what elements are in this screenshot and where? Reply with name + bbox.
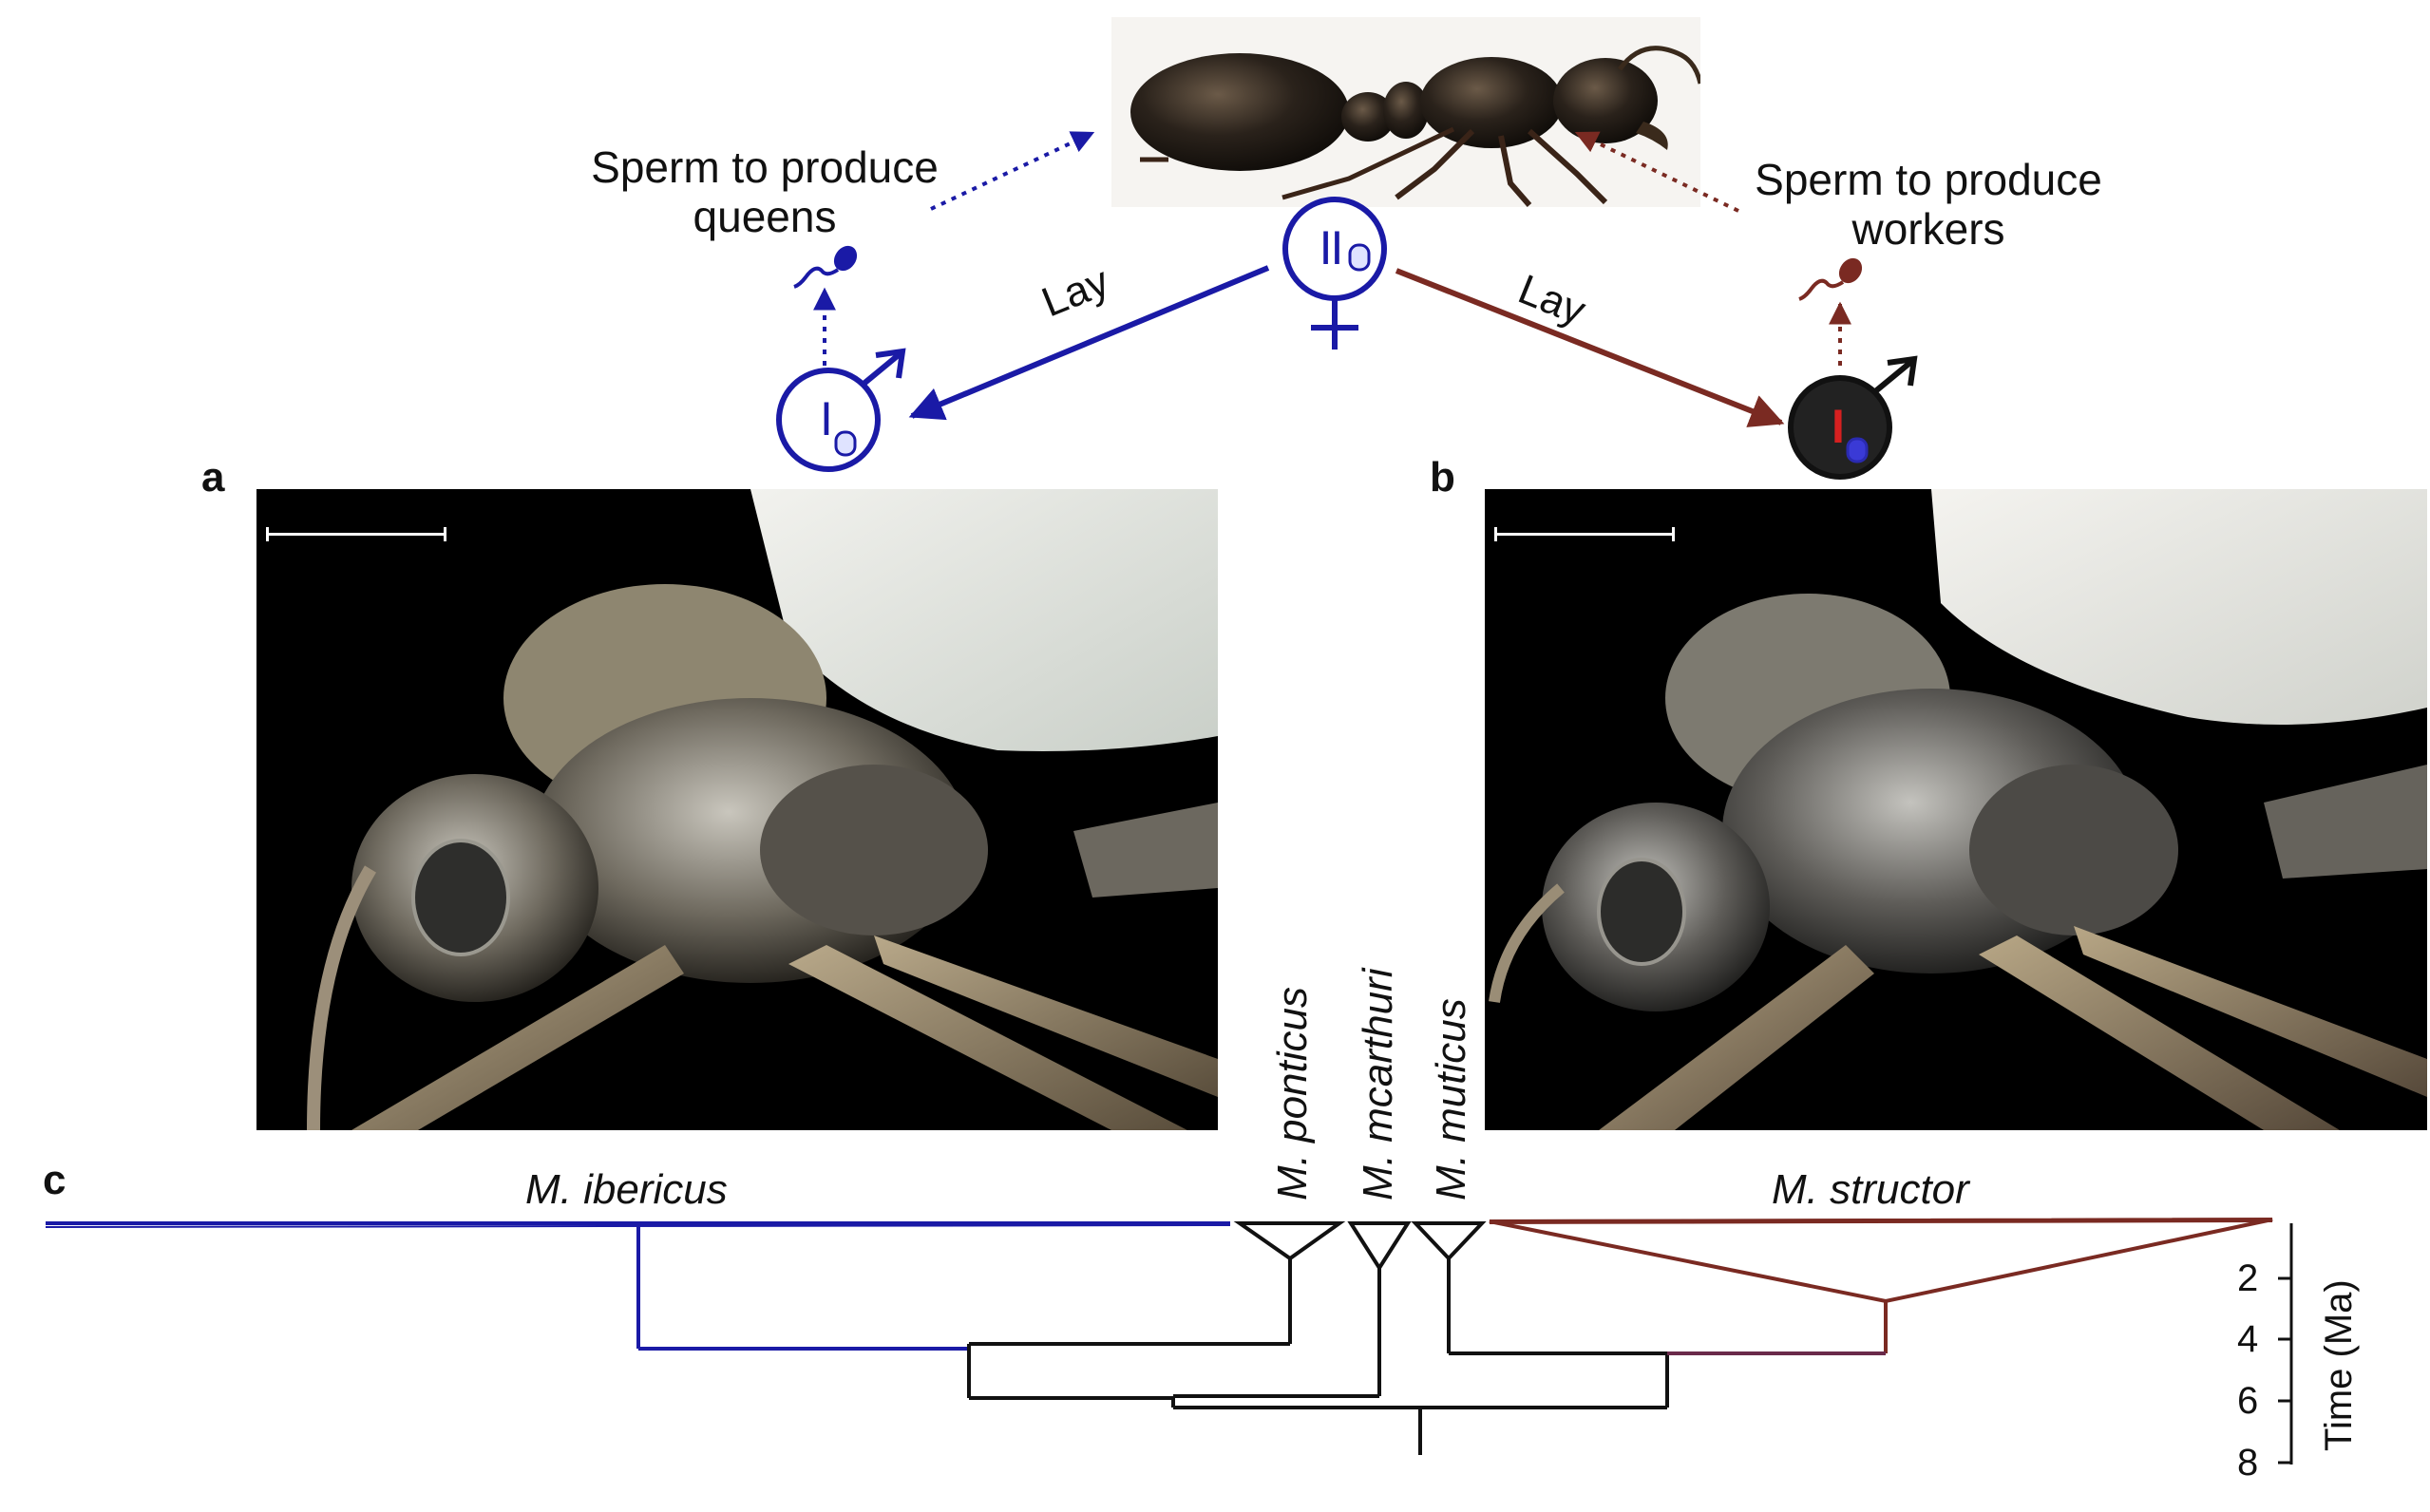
queen-female-symbol bbox=[1282, 197, 1387, 350]
sperm-queens-label: Sperm to produce queens bbox=[591, 142, 939, 241]
male-symbol-blue bbox=[776, 348, 906, 472]
sperm-icon-left bbox=[793, 245, 858, 289]
panel-a-photo bbox=[256, 489, 1218, 1130]
queen-ploidy-label: II bbox=[1319, 221, 1344, 274]
panel-b-letter: b bbox=[1430, 454, 1455, 501]
panel-b-photo bbox=[1485, 489, 2427, 1130]
time-axis-label: Time (Ma) bbox=[2318, 1279, 2360, 1451]
panel-a-letter: a bbox=[201, 454, 225, 501]
top-diagram: Sperm to produce queens Sperm to produce… bbox=[0, 0, 2430, 484]
dotted-arrow-right bbox=[1574, 131, 1739, 213]
time-tick-6: 6 bbox=[2237, 1380, 2259, 1422]
time-tick-2: 2 bbox=[2237, 1257, 2259, 1299]
phylogeny-tree bbox=[45, 1218, 2293, 1465]
sperm-icon-right bbox=[1798, 257, 1863, 301]
mcarthuri-triangle bbox=[1347, 1221, 1412, 1272]
time-tick-4: 4 bbox=[2237, 1318, 2259, 1360]
worker-ant-photo bbox=[1111, 17, 1700, 207]
sperm-workers-label: Sperm to produce workers bbox=[1755, 155, 2102, 254]
species-label-mcarthuri: M. mcarthuri bbox=[1355, 968, 1401, 1200]
species-label-muticus: M. muticus bbox=[1428, 998, 1474, 1200]
dotted-arrow-left bbox=[930, 131, 1095, 211]
time-tick-8: 8 bbox=[2237, 1442, 2259, 1484]
lay-arrow-left bbox=[908, 265, 1270, 421]
male-ploidy-label-blue: I bbox=[820, 392, 833, 445]
panel-c-letter: c bbox=[43, 1157, 66, 1203]
species-label-structor: M. structor bbox=[1772, 1166, 1969, 1213]
muticus-triangle bbox=[1411, 1221, 1487, 1261]
reproduction-diagram bbox=[776, 131, 1918, 480]
male-symbol-black bbox=[1788, 355, 1918, 480]
scale-bar-a bbox=[266, 527, 446, 541]
scale-bar-b bbox=[1494, 527, 1675, 541]
male-ploidy-label-red: I bbox=[1832, 400, 1845, 453]
structor-triangle bbox=[1489, 1218, 2273, 1304]
ponticus-triangle bbox=[1233, 1221, 1346, 1261]
species-label-ibericus: M. ibericus bbox=[525, 1166, 728, 1213]
lay-arrow-right bbox=[1395, 268, 1785, 427]
species-label-ponticus: M. ponticus bbox=[1269, 987, 1316, 1200]
